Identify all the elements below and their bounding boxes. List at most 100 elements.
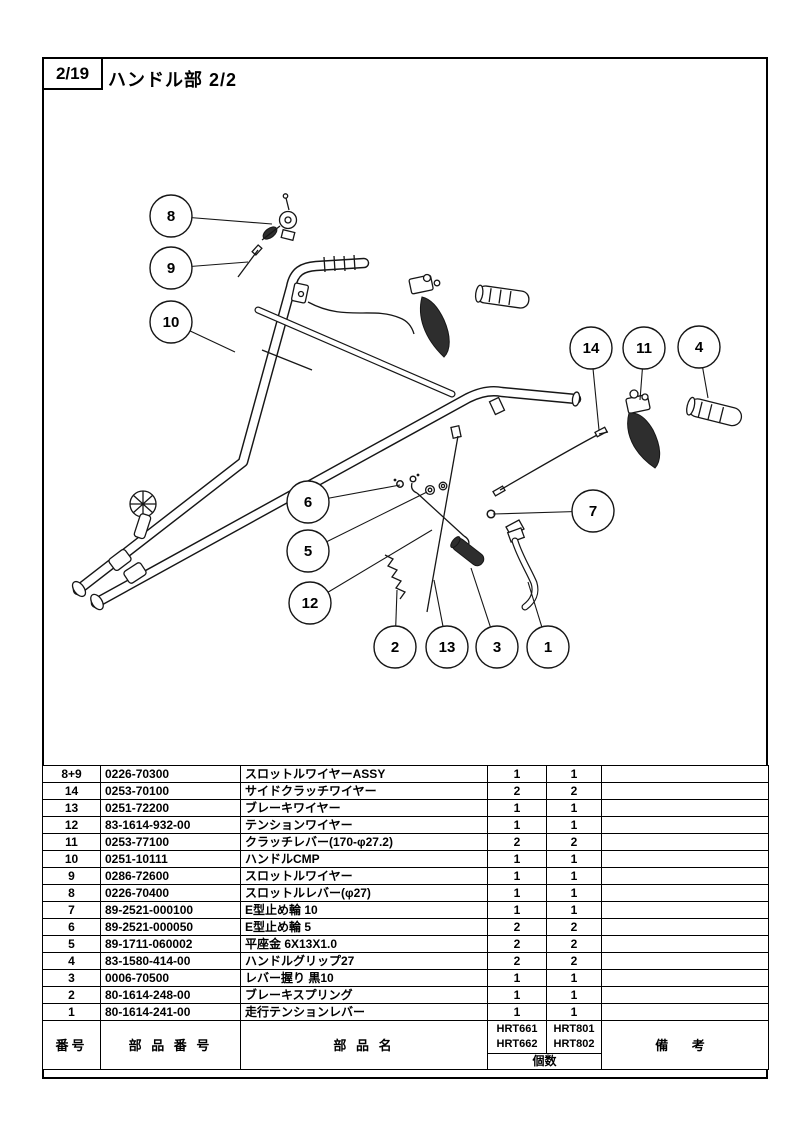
table-row: 10 0251-10111 ハンドルCMP 1 1 (42, 850, 769, 868)
qty-cell-model-a: 1 (487, 867, 547, 885)
qty-header-row: 個数 (43, 1053, 769, 1070)
callout-5: 5 (286, 491, 428, 573)
travel-tension-lever (505, 519, 539, 611)
callout-2: 2 (373, 589, 417, 669)
ref-no-header: 番号 (42, 1020, 101, 1070)
table-row: 8 0226-70400 スロットルレバー(φ27) 1 1 (42, 884, 769, 902)
table-row: 5 89-1711-060002 平座金 6X13X1.0 2 2 (42, 935, 769, 953)
table-row: 11 0253-77100 クラッチレバー(170-φ27.2) 2 2 (42, 833, 769, 851)
ref-no-cell: 10 (42, 850, 101, 868)
remarks-cell (601, 765, 769, 783)
part-name-cell: レバー握り 黒10 (240, 969, 488, 987)
callout-label: 7 (589, 503, 597, 520)
part-name-cell: 走行テンションレバー (240, 1003, 488, 1021)
qty-cell-model-a: 1 (487, 884, 547, 902)
handle-tube-lower (90, 386, 582, 609)
table-row: 4 83-1580-414-00 ハンドルグリップ27 2 2 (42, 952, 769, 970)
qty-cell-model-b: 1 (546, 799, 602, 817)
table-row: 8+9 0226-70300 スロットルワイヤーASSY 1 1 (42, 765, 769, 783)
qty-cell-model-b: 1 (546, 986, 602, 1004)
part-name-cell: ブレーキスプリング (240, 986, 488, 1004)
page-number: 2/19 (42, 57, 103, 90)
qty-cell-model-a: 1 (487, 969, 547, 987)
remarks-cell (601, 867, 769, 885)
remarks-cell (601, 884, 769, 902)
remarks-cell (601, 952, 769, 970)
table-row: 7 89-2521-000100 E型止め輪 10 1 1 (42, 901, 769, 919)
qty-cell-model-a: 1 (487, 799, 547, 817)
ref-no-cell: 5 (42, 935, 101, 953)
qty-cell-model-a: 2 (487, 935, 547, 953)
callout-label: 4 (695, 339, 704, 356)
remarks-cell (601, 799, 769, 817)
part-number-cell: 0251-72200 (100, 799, 241, 817)
callout-label: 6 (304, 494, 312, 511)
flat-washers (424, 481, 448, 496)
remarks-cell (601, 816, 769, 834)
part-number-cell: 80-1614-241-00 (100, 1003, 241, 1021)
ref-no-cell: 9 (42, 867, 101, 885)
callout-label: 2 (391, 639, 399, 656)
part-number-cell: 83-1614-932-00 (100, 816, 241, 834)
callout-label: 5 (304, 543, 312, 560)
side-clutch-wire (492, 426, 609, 497)
ref-no-cell: 14 (42, 782, 101, 800)
callout-label: 8 (167, 208, 175, 225)
part-name-cell: スロットルワイヤーASSY (240, 765, 488, 783)
remarks-cell (601, 935, 769, 953)
ref-no-cell: 8 (42, 884, 101, 902)
table-row: 9 0286-72600 スロットルワイヤー 1 1 (42, 867, 769, 885)
table-row: 13 0251-72200 ブレーキワイヤー 1 1 (42, 799, 769, 817)
qty-cell-model-b: 2 (546, 935, 602, 953)
qty-cell-model-b: 1 (546, 867, 602, 885)
callout-label: 13 (439, 639, 456, 656)
remarks-cell (601, 986, 769, 1004)
ref-no-cell: 2 (42, 986, 101, 1004)
throttle-cable (307, 301, 415, 335)
model-a-line1: HRT661 (496, 1023, 538, 1035)
qty-cell-model-a: 2 (487, 918, 547, 936)
qty-cell-model-b: 2 (546, 833, 602, 851)
ref-no-cell: 4 (42, 952, 101, 970)
ref-no-cell: 7 (42, 901, 101, 919)
model-header-a: HRT661 HRT662 (487, 1020, 547, 1054)
small-bracket (488, 396, 506, 416)
part-name-cell: テンションワイヤー (240, 816, 488, 834)
top-grip-ribs (323, 254, 356, 273)
model-a-line2: HRT662 (496, 1038, 538, 1050)
ref-no-cell: 3 (42, 969, 101, 987)
part-name-cell: スロットルレバー(φ27) (240, 884, 488, 902)
callout-11: 11 (622, 326, 666, 401)
callout-6: 6 (286, 480, 401, 524)
clutch-lever-right (625, 389, 661, 469)
callout-label: 3 (493, 639, 501, 656)
tube-bracket (291, 282, 309, 304)
throttle-lever-assembly (261, 193, 298, 242)
part-number-cell: 0226-70400 (100, 884, 241, 902)
handle-grip-left (474, 284, 530, 309)
qty-cell-model-b: 1 (546, 816, 602, 834)
callout-1: 1 (526, 581, 570, 669)
callout-label: 12 (302, 595, 319, 612)
callout-label: 11 (636, 340, 652, 357)
part-number-cell: 83-1580-414-00 (100, 952, 241, 970)
table-row: 6 89-2521-000050 E型止め輪 5 2 2 (42, 918, 769, 936)
qty-cell-model-b: 1 (546, 901, 602, 919)
callout-9: 9 (149, 246, 249, 290)
table-row: 12 83-1614-932-00 テンションワイヤー 1 1 (42, 816, 769, 834)
qty-cell-model-b: 1 (546, 884, 602, 902)
part-number-cell: 89-2521-000100 (100, 901, 241, 919)
qty-cell-model-a: 1 (487, 986, 547, 1004)
qty-cell-model-a: 2 (487, 782, 547, 800)
part-number-cell: 0253-70100 (100, 782, 241, 800)
qty-cell-model-a: 1 (487, 850, 547, 868)
part-name-cell: E型止め輪 10 (240, 901, 488, 919)
drawing-frame (42, 57, 768, 1079)
part-name-cell: サイドクラッチワイヤー (240, 782, 488, 800)
lever-grip-black (450, 536, 485, 567)
part-number-cell: 0251-10111 (100, 850, 241, 868)
ref-no-cell: 13 (42, 799, 101, 817)
qty-cell-model-b: 1 (546, 969, 602, 987)
qty-cell-model-b: 1 (546, 1003, 602, 1021)
